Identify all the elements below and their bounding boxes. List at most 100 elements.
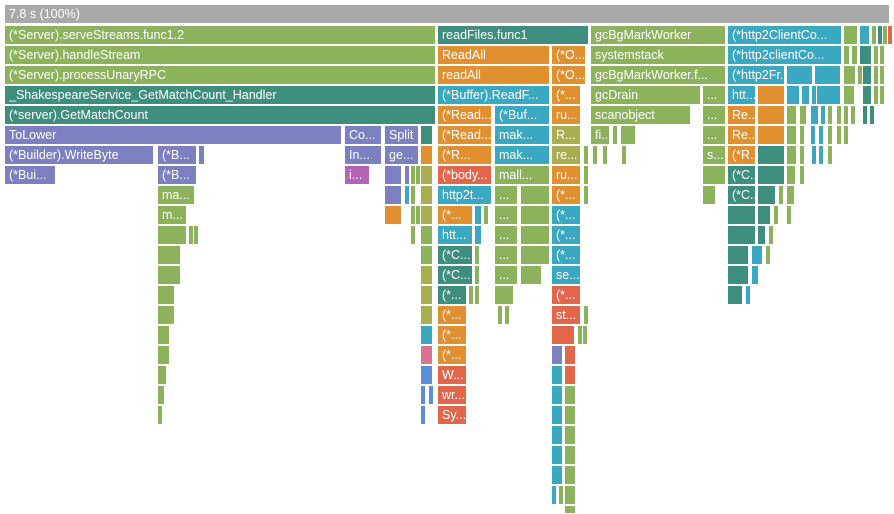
flame-frame[interactable]: (*http2ClientCo... — [727, 25, 842, 45]
flame-frame[interactable] — [818, 125, 824, 145]
flame-frame[interactable]: gcBgMarkWorker.f... — [590, 65, 726, 85]
flame-frame[interactable]: Sy... — [437, 405, 467, 425]
flame-frame[interactable]: (*Buf... — [494, 105, 550, 125]
flame-frame[interactable]: (*Server).serveStreams.func1.2 — [4, 25, 436, 45]
flame-frame[interactable]: i... — [344, 165, 370, 185]
flame-frame[interactable] — [859, 25, 870, 45]
flame-frame[interactable] — [384, 185, 402, 205]
flame-frame[interactable] — [745, 285, 751, 305]
flame-frame[interactable] — [873, 65, 879, 85]
flame-frame[interactable]: (*Builder).WriteByte — [4, 145, 154, 165]
flame-frame[interactable]: (*... — [551, 285, 581, 305]
flame-frame[interactable]: ge... — [384, 145, 419, 165]
flame-frame[interactable] — [827, 125, 833, 145]
flame-frame[interactable] — [410, 185, 416, 205]
flame-frame[interactable]: Re... — [727, 125, 756, 145]
flame-frame[interactable] — [843, 45, 850, 65]
flame-frame[interactable]: (*Server).handleStream — [4, 45, 436, 65]
flame-frame[interactable] — [420, 185, 433, 205]
flame-frame[interactable]: ru... — [551, 105, 581, 125]
flame-frame[interactable]: wr... — [437, 385, 467, 405]
flame-frame[interactable]: (*... — [551, 245, 581, 265]
flame-frame[interactable] — [757, 185, 776, 205]
flame-frame[interactable]: (*server).GetMatchCount — [4, 105, 436, 125]
flame-frame[interactable]: s... — [702, 145, 726, 165]
flame-frame[interactable] — [786, 105, 797, 125]
flame-frame[interactable]: (*O... — [551, 45, 586, 65]
flame-frame[interactable] — [520, 205, 550, 225]
flame-frame[interactable]: mak... — [494, 125, 550, 145]
flame-frame[interactable]: (*... — [437, 325, 467, 345]
flame-frame[interactable]: (*... — [437, 205, 473, 225]
flame-frame[interactable]: ... — [494, 185, 518, 205]
flame-frame[interactable]: ... — [702, 85, 726, 105]
flame-frame[interactable] — [564, 365, 576, 385]
flame-frame[interactable]: gcBgMarkWorker — [590, 25, 726, 45]
flame-frame[interactable]: (*R... — [727, 145, 756, 165]
flame-frame[interactable] — [751, 245, 763, 265]
flame-frame[interactable] — [474, 265, 480, 285]
flame-frame[interactable]: ... — [494, 225, 518, 245]
flame-frame[interactable] — [157, 365, 167, 385]
flame-frame[interactable]: (*R... — [437, 145, 492, 165]
flame-frame[interactable] — [520, 225, 550, 245]
flame-frame[interactable]: (*C... — [437, 245, 473, 265]
flame-frame[interactable]: (*Buffer).ReadF... — [437, 85, 550, 105]
flame-frame[interactable] — [564, 385, 576, 405]
flame-frame[interactable] — [820, 105, 826, 125]
flame-frame[interactable] — [551, 465, 563, 485]
flame-frame[interactable] — [818, 145, 824, 165]
flame-frame[interactable] — [836, 125, 842, 145]
flame-frame[interactable] — [157, 305, 175, 325]
flame-frame[interactable] — [564, 405, 576, 425]
flame-frame[interactable]: Co... — [344, 125, 382, 145]
flame-frame[interactable] — [384, 165, 402, 185]
flame-frame[interactable] — [816, 85, 841, 105]
flame-frame[interactable] — [157, 325, 170, 345]
flame-frame[interactable] — [727, 245, 749, 265]
flame-frame[interactable] — [843, 125, 849, 145]
flame-frame[interactable]: (*Bui... — [4, 165, 56, 185]
flame-frame[interactable]: ru... — [551, 165, 581, 185]
flame-frame[interactable]: se... — [551, 265, 581, 285]
flame-frame[interactable] — [420, 125, 433, 145]
flame-frame[interactable] — [836, 105, 842, 125]
flame-frame[interactable] — [757, 125, 785, 145]
flame-frame[interactable] — [420, 205, 433, 225]
flame-frame[interactable] — [564, 505, 576, 514]
flame-frame[interactable]: htt... — [727, 85, 756, 105]
flame-frame[interactable] — [757, 145, 785, 165]
flame-frame[interactable] — [765, 245, 771, 265]
flame-frame[interactable]: m... — [157, 205, 187, 225]
flame-frame[interactable] — [879, 45, 885, 65]
flame-frame[interactable] — [520, 185, 550, 205]
flame-frame[interactable] — [843, 85, 855, 105]
flame-frame[interactable] — [551, 445, 563, 465]
flame-frame[interactable] — [157, 405, 163, 425]
flame-frame[interactable] — [474, 285, 480, 305]
flame-frame[interactable]: (*... — [437, 305, 467, 325]
flame-frame[interactable]: re... — [551, 145, 581, 165]
flame-frame[interactable] — [157, 285, 175, 305]
flame-frame[interactable]: R... — [551, 125, 581, 145]
flame-frame[interactable]: htt... — [437, 225, 473, 245]
flame-frame[interactable] — [564, 485, 576, 505]
flame-frame[interactable] — [887, 25, 893, 45]
flame-frame[interactable] — [801, 85, 810, 105]
flame-frame[interactable]: _ShakespeareService_GetMatchCount_Handle… — [4, 85, 436, 105]
flame-frame[interactable] — [810, 125, 816, 145]
flame-frame[interactable] — [551, 485, 557, 505]
flame-frame[interactable] — [404, 165, 410, 185]
flame-frame[interactable] — [551, 385, 563, 405]
flame-frame[interactable] — [778, 185, 784, 205]
flame-frame[interactable] — [727, 225, 756, 245]
flame-frame[interactable] — [727, 265, 749, 285]
flame-frame[interactable]: (*B... — [157, 165, 197, 185]
flame-frame[interactable]: (*Read... — [437, 105, 492, 125]
flame-frame[interactable] — [827, 145, 833, 165]
flame-frame[interactable] — [871, 25, 877, 45]
flame-frame[interactable]: (*... — [551, 85, 581, 105]
flame-frame[interactable] — [583, 305, 589, 325]
flame-frame[interactable] — [757, 105, 785, 125]
flame-frame[interactable]: mall... — [494, 165, 550, 185]
